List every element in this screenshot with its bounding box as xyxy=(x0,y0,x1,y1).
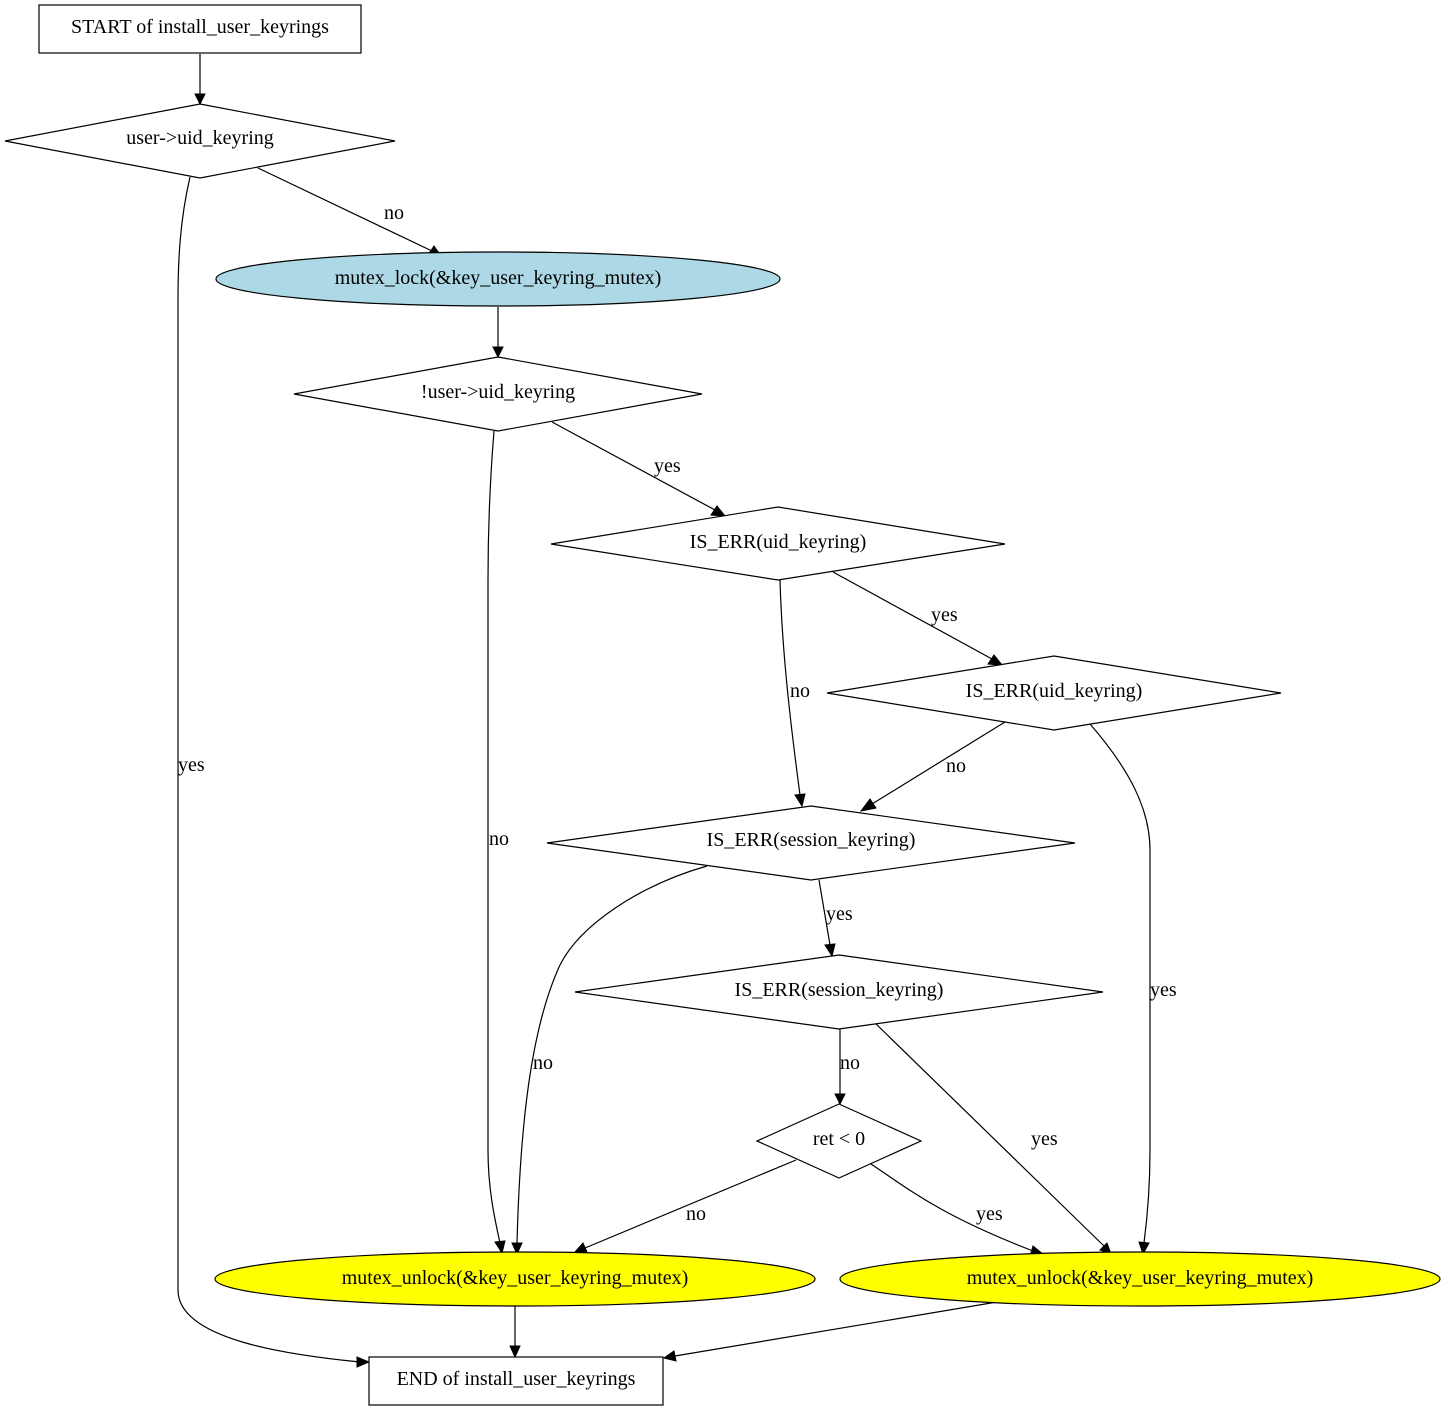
edge-not-uid-keyring-no: no xyxy=(487,430,509,1255)
end-node: END of install_user_keyrings xyxy=(368,1356,664,1406)
mutex-lock-label: mutex_lock(&key_user_keyring_mutex) xyxy=(335,267,662,289)
edge-not-uid-keyring-yes: yes xyxy=(551,421,727,517)
decision-label: IS_ERR(uid_keyring) xyxy=(966,680,1143,702)
edge-label-yes: yes xyxy=(654,455,681,477)
decision-uid-keyring: user->uid_keyring xyxy=(4,103,396,179)
edge-ret-no: no xyxy=(572,1159,797,1254)
edge-label-yes: yes xyxy=(931,604,958,626)
edge-is-err-session-2-yes: yes xyxy=(873,1021,1112,1255)
edge-label-no: no xyxy=(489,828,509,850)
edge-is-err-session-no: no xyxy=(511,865,708,1256)
decision-ret-less-than-zero: ret < 0 xyxy=(755,1103,923,1179)
edge-label-yes: yes xyxy=(976,1203,1003,1225)
edge-lock-to-not-uid-keyring xyxy=(492,307,504,359)
start-label: START of install_user_keyrings xyxy=(71,16,329,38)
edge-is-err-session-2-no: no xyxy=(834,1029,860,1106)
edge-is-err-uid-no: no xyxy=(779,579,810,808)
mutex-unlock-label: mutex_unlock(&key_user_keyring_mutex) xyxy=(967,1267,1314,1289)
edge-unlock-right-to-end xyxy=(662,1301,998,1362)
edge-uid-keyring-yes: yes xyxy=(177,176,371,1368)
decision-label: !user->uid_keyring xyxy=(421,381,575,403)
edge-label-yes: yes xyxy=(178,754,205,776)
decision-label: IS_ERR(session_keyring) xyxy=(707,829,916,851)
edge-start-to-uid-keyring xyxy=(194,54,206,106)
edge-is-err-session-yes: yes xyxy=(818,879,853,958)
start-node: START of install_user_keyrings xyxy=(38,4,362,54)
mutex-unlock-right-node: mutex_unlock(&key_user_keyring_mutex) xyxy=(839,1251,1441,1307)
decision-label: ret < 0 xyxy=(813,1128,865,1150)
decision-not-uid-keyring: !user->uid_keyring xyxy=(293,356,703,432)
edge-label-yes: yes xyxy=(1150,979,1177,1001)
decision-is-err-session-keyring-2: IS_ERR(session_keyring) xyxy=(574,954,1104,1030)
decision-is-err-uid-keyring-1: IS_ERR(uid_keyring) xyxy=(550,506,1006,581)
edge-is-err-uid-2-yes: yes xyxy=(1089,723,1177,1256)
mutex-unlock-label: mutex_unlock(&key_user_keyring_mutex) xyxy=(342,1267,689,1289)
edge-label-yes: yes xyxy=(1031,1128,1058,1150)
decision-label: user->uid_keyring xyxy=(126,127,274,149)
edges: no yes yes no yes xyxy=(177,54,1177,1368)
mutex-unlock-left-node: mutex_unlock(&key_user_keyring_mutex) xyxy=(214,1251,816,1307)
decision-is-err-uid-keyring-2: IS_ERR(uid_keyring) xyxy=(826,655,1282,731)
edge-uid-keyring-no: no xyxy=(257,167,443,257)
edge-is-err-uid-2-no: no xyxy=(859,721,1006,812)
nodes: START of install_user_keyrings user->uid… xyxy=(4,4,1441,1406)
decision-label: IS_ERR(session_keyring) xyxy=(735,979,944,1001)
edge-label-no: no xyxy=(384,202,404,224)
edge-ret-yes: yes xyxy=(870,1163,1046,1257)
edge-label-no: no xyxy=(790,680,810,702)
end-label: END of install_user_keyrings xyxy=(397,1368,636,1390)
edge-label-no: no xyxy=(840,1052,860,1074)
decision-is-err-session-keyring-1: IS_ERR(session_keyring) xyxy=(546,805,1076,881)
edge-unlock-left-to-end xyxy=(509,1306,521,1359)
mutex-lock-node: mutex_lock(&key_user_keyring_mutex) xyxy=(215,251,781,307)
edge-label-yes: yes xyxy=(826,903,853,925)
edge-is-err-uid-yes: yes xyxy=(832,571,1004,666)
edge-label-no: no xyxy=(946,755,966,777)
decision-label: IS_ERR(uid_keyring) xyxy=(690,531,867,553)
edge-label-no: no xyxy=(686,1203,706,1225)
edge-label-no: no xyxy=(533,1052,553,1074)
